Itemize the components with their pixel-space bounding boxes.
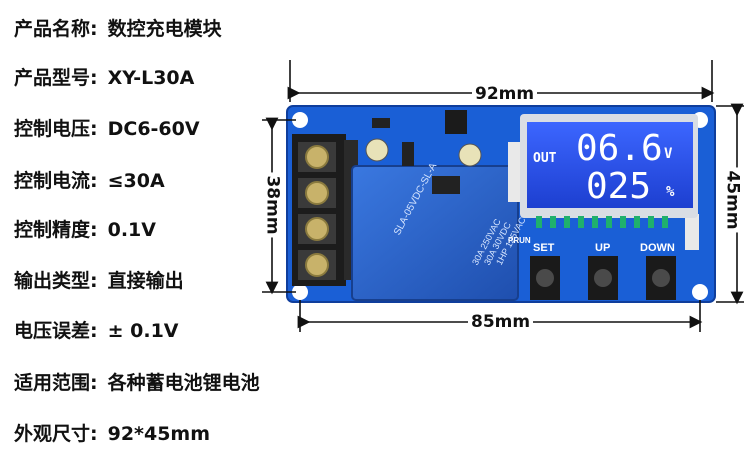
spec-value: ± 0.1V bbox=[107, 320, 179, 342]
smd-component bbox=[372, 118, 390, 128]
dim-height-right: 45mm bbox=[722, 167, 743, 233]
transistor bbox=[432, 176, 460, 194]
spec-value: DC6-60V bbox=[107, 118, 200, 140]
spec-row-error: 电压误差: ± 0.1V bbox=[14, 317, 179, 345]
lcd-row2-unit: % bbox=[666, 184, 675, 200]
button-cap bbox=[536, 269, 554, 287]
spec-label: 输出类型: bbox=[14, 270, 98, 292]
spec-value: 各种蓄电池锂电池 bbox=[107, 372, 260, 394]
header-pins-right bbox=[685, 214, 699, 250]
spec-row-name: 产品名称: 数控充电模块 bbox=[14, 15, 222, 43]
spec-row-size: 外观尺寸: 92*45mm bbox=[14, 420, 210, 448]
spec-row-voltage: 控制电压: DC6-60V bbox=[14, 115, 200, 143]
lcd-out-label: OUT bbox=[533, 151, 557, 166]
mount-hole bbox=[292, 284, 308, 300]
relay bbox=[351, 165, 519, 301]
spec-value: 92*45mm bbox=[107, 423, 211, 445]
mount-hole bbox=[692, 284, 708, 300]
spec-row-current: 控制电流: ≤30A bbox=[14, 167, 165, 195]
dim-height-left: 38mm bbox=[262, 172, 283, 238]
dim-width-top: 92mm bbox=[472, 84, 538, 104]
spec-row-precision: 控制精度: 0.1V bbox=[14, 216, 156, 244]
lcd-row1-unit: V bbox=[664, 146, 673, 162]
spec-value: 直接输出 bbox=[107, 270, 184, 292]
spec-row-output-type: 输出类型: 直接输出 bbox=[14, 267, 184, 295]
spec-label: 外观尺寸: bbox=[14, 423, 98, 445]
header-pins bbox=[508, 142, 522, 202]
spec-label: 控制精度: bbox=[14, 219, 98, 241]
spec-label: 产品名称: bbox=[14, 18, 98, 40]
spec-row-model: 产品型号: XY-L30A bbox=[14, 64, 194, 92]
diode bbox=[402, 142, 414, 166]
spec-value: XY-L30A bbox=[107, 67, 195, 89]
up-label: UP bbox=[595, 242, 611, 254]
button-cap bbox=[594, 269, 612, 287]
spec-value: ≤30A bbox=[107, 170, 165, 192]
capacitor bbox=[365, 138, 389, 162]
lcd-screen bbox=[527, 122, 693, 208]
spec-label: 控制电压: bbox=[14, 118, 98, 140]
spec-value: 0.1V bbox=[107, 219, 156, 241]
lcd-pins bbox=[536, 216, 668, 228]
spec-value: 数控充电模块 bbox=[107, 18, 222, 40]
spec-label: 适用范围: bbox=[14, 372, 98, 394]
terminal-screws bbox=[298, 142, 336, 280]
set-label: SET bbox=[533, 242, 555, 254]
mount-hole bbox=[292, 112, 308, 128]
ic-chip bbox=[445, 110, 467, 134]
spec-label: 控制电流: bbox=[14, 170, 98, 192]
prun-label: PRUN bbox=[508, 236, 531, 245]
spec-row-scope: 适用范围: 各种蓄电池锂电池 bbox=[14, 369, 260, 397]
down-label: DOWN bbox=[640, 242, 675, 254]
button-cap bbox=[652, 269, 670, 287]
spec-label: 产品型号: bbox=[14, 67, 98, 89]
capacitor bbox=[458, 143, 482, 167]
lcd-row2-value: 025 bbox=[586, 166, 652, 207]
dim-width-bottom: 85mm bbox=[468, 312, 534, 332]
spec-list: 产品名称: 数控充电模块 产品型号: XY-L30A 控制电压: DC6-60V 控制… bbox=[0, 0, 300, 470]
spec-label: 电压误差: bbox=[14, 320, 98, 342]
lcd-row1-value: 06.6 bbox=[576, 128, 663, 169]
